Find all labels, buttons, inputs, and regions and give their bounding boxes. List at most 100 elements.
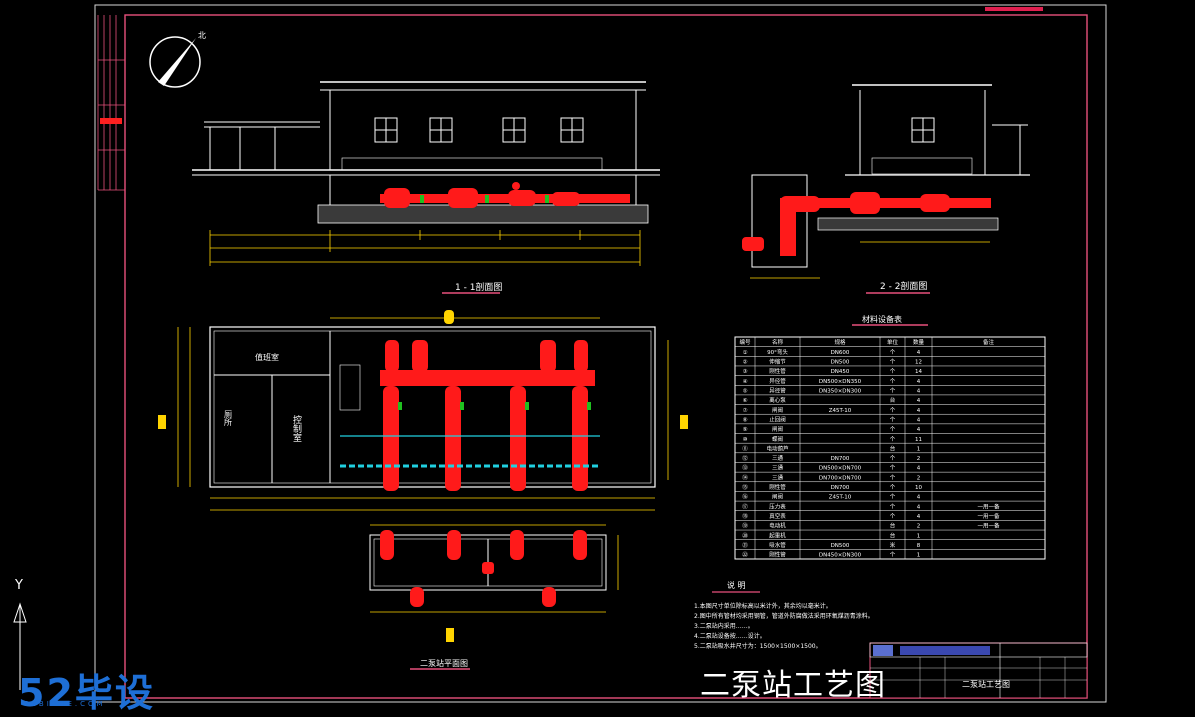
table-cell: 一用一备 xyxy=(977,522,1000,530)
table-cell: 个 xyxy=(890,368,896,375)
table-cell: 4 xyxy=(917,466,921,472)
table-cell: ㉑ xyxy=(742,541,748,549)
table-cell: 个 xyxy=(890,552,896,559)
table-cell: 个 xyxy=(890,503,896,510)
north-arrow: 北 xyxy=(149,31,206,88)
table-cell: ② xyxy=(743,359,748,366)
table-cell: 2 xyxy=(917,475,921,481)
table-cell: 10 xyxy=(915,485,922,491)
wet-well-plan: 二泵站平面图 xyxy=(369,524,619,670)
room-dispatch: 值班室 xyxy=(255,352,279,362)
table-cell: ⑭ xyxy=(742,473,748,481)
notes-title: 说 明 xyxy=(727,580,746,590)
table-cell: 闸阀 xyxy=(772,425,783,433)
table-header-cell: 规格 xyxy=(834,338,846,346)
section-2-label: 2 - 2剖面图 xyxy=(880,280,927,292)
table-cell: 一用一备 xyxy=(977,502,1000,510)
pump-station-plan: 值班室 厕所 控制室 xyxy=(158,310,688,511)
table-cell: 2 xyxy=(917,524,921,530)
table-cell: 个 xyxy=(890,474,896,481)
notes-list: 1.本图尺寸单位除标高以米计外，其余均以毫米计。 2.图中所有管材均采用钢管，管道… xyxy=(694,602,874,650)
table-cell: 个 xyxy=(890,513,896,520)
table-cell: ⑩ xyxy=(743,436,748,443)
table-cell: ⑯ xyxy=(742,493,748,501)
table-cell: 14 xyxy=(915,369,922,375)
table-cell: Z45T-10 xyxy=(829,495,852,501)
table-cell: 一用一备 xyxy=(977,512,1000,520)
table-cell: 4 xyxy=(917,389,921,395)
table-cell: 个 xyxy=(890,455,896,462)
table-cell: 个 xyxy=(890,388,896,395)
table-cell: 1 xyxy=(917,446,921,452)
table-cell: 压力表 xyxy=(769,502,786,510)
table-cell: 个 xyxy=(890,426,896,433)
table-cell: 个 xyxy=(890,494,896,501)
table-cell: ⑧ xyxy=(743,417,748,423)
table-cell: ① xyxy=(743,350,748,356)
section-1-1: 1 - 1剖面图 xyxy=(192,81,660,294)
table-cell: 8 xyxy=(917,543,921,549)
table-cell: ⑳ xyxy=(742,531,748,539)
table-cell: 三通 xyxy=(772,464,784,472)
table-cell: DN350×DN300 xyxy=(819,389,862,395)
inner-frame xyxy=(124,14,1088,699)
table-cell: 1 xyxy=(917,553,921,559)
table-cell: 止回阀 xyxy=(769,415,786,423)
table-cell: 闸阀 xyxy=(772,493,783,501)
room-control: 控制室 xyxy=(291,414,302,442)
table-cell: 刚性管 xyxy=(769,367,786,375)
table-cell: 个 xyxy=(890,359,896,366)
table-cell: ④ xyxy=(743,379,748,385)
table-cell: ⑦ xyxy=(743,407,748,414)
note-line: 1.本图尺寸单位除标高以米计外，其余均以毫米计。 xyxy=(694,602,832,610)
table-cell: 台 xyxy=(890,396,896,404)
table-cell: 刚性管 xyxy=(769,551,786,559)
table-cell: ⑰ xyxy=(742,502,748,510)
table-cell: 1 xyxy=(917,533,921,539)
table-cell: DN500×DN350 xyxy=(819,379,862,385)
watermark: 52毕设 52BISHE.COM xyxy=(18,662,155,717)
pump-pit-label: 二泵站平面图 xyxy=(420,658,468,668)
table-cell: 12 xyxy=(915,360,922,366)
table-cell: 个 xyxy=(890,349,896,356)
table-cell: 台 xyxy=(890,531,896,539)
table-cell: ⑱ xyxy=(742,512,748,520)
table-cell: 个 xyxy=(890,378,896,385)
table-cell: 2 xyxy=(917,456,921,462)
table-cell: ⑪ xyxy=(742,444,748,452)
table-cell: 台 xyxy=(890,444,896,452)
table-cell: 4 xyxy=(917,504,921,510)
table-header-cell: 单位 xyxy=(887,338,899,346)
title-block: 二泵站工艺图 xyxy=(869,642,1088,699)
table-cell: ⑥ xyxy=(743,398,748,404)
table-cell: 台 xyxy=(890,522,896,530)
ucs-axis-label: Y xyxy=(14,578,23,593)
table-cell: ⑫ xyxy=(742,454,748,462)
table-cell: DN500 xyxy=(831,360,850,366)
table-cell: 个 xyxy=(890,416,896,423)
table-cell: 4 xyxy=(917,514,921,520)
table-cell: DN500×DN700 xyxy=(819,466,862,472)
table-header-cell: 数量 xyxy=(913,338,925,346)
table-cell: 4 xyxy=(917,398,921,404)
table-cell: DN700×DN700 xyxy=(819,475,862,481)
table-cell: 三通 xyxy=(772,473,784,481)
table-cell: DN450×DN300 xyxy=(819,553,862,559)
table-cell: 4 xyxy=(917,408,921,414)
table-cell: 异径管 xyxy=(769,377,786,385)
table-cell: 个 xyxy=(890,484,896,491)
table-cell: ⑨ xyxy=(743,426,748,433)
room-toilet: 厕所 xyxy=(224,410,233,427)
table-cell: DN600 xyxy=(831,350,850,356)
table-cell: 4 xyxy=(917,417,921,423)
table-cell: 三通 xyxy=(772,454,784,462)
table-cell: Z45T-10 xyxy=(829,408,852,414)
table-cell: 刚性管 xyxy=(769,483,786,491)
table-cell: 个 xyxy=(890,436,896,443)
binding-strip xyxy=(97,15,125,191)
note-line: 2.图中所有管材均采用钢管，管道外防腐做法采用环氧煤沥青涂料。 xyxy=(694,612,874,620)
table-cell: ⑲ xyxy=(742,522,748,530)
